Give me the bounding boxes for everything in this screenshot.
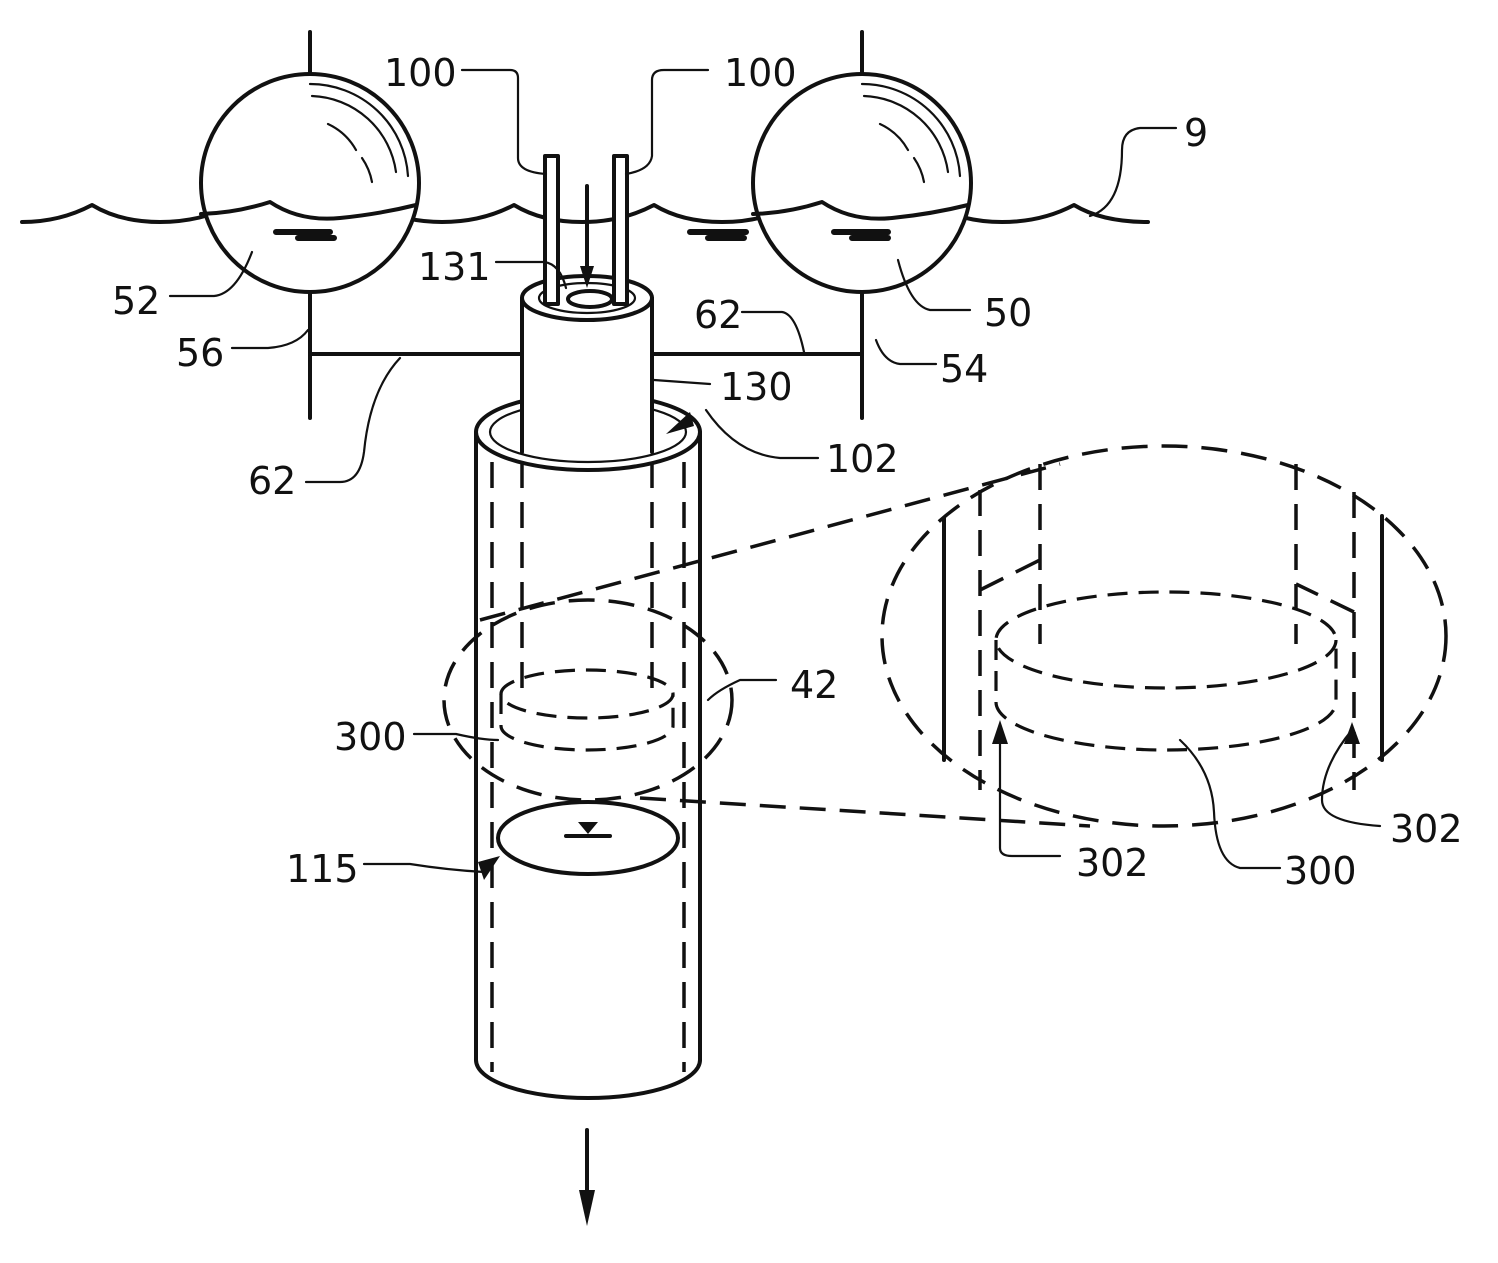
label-302-left: 302 [1076,841,1149,885]
label-50: 50 [984,291,1032,335]
label-9: 9 [1184,111,1208,155]
label-102: 102 [826,437,899,481]
label-115: 115 [286,847,359,891]
label-62-bottom: 62 [248,459,296,503]
label-56: 56 [176,331,224,375]
water-level-mark [690,232,746,238]
piston-115 [498,802,678,874]
label-302-right: 302 [1390,807,1463,851]
conduit-left [545,156,558,304]
label-100-right: 100 [724,51,797,95]
label-42: 42 [790,663,838,707]
enlarged-detail [882,446,1446,856]
outer-casing [476,394,700,1098]
flow-arrow-down-bottom [579,1130,595,1226]
label-62-top: 62 [694,293,742,337]
label-300-right: 300 [1284,849,1357,893]
label-52: 52 [112,279,160,323]
label-54: 54 [940,347,988,391]
label-300-left: 300 [334,715,407,759]
label-100-left: 100 [384,51,457,95]
label-131: 131 [418,245,491,289]
projection-line-lower [640,798,1090,826]
label-130: 130 [720,365,793,409]
flow-arrow-down-top [580,186,594,288]
conduit-right [614,156,627,304]
